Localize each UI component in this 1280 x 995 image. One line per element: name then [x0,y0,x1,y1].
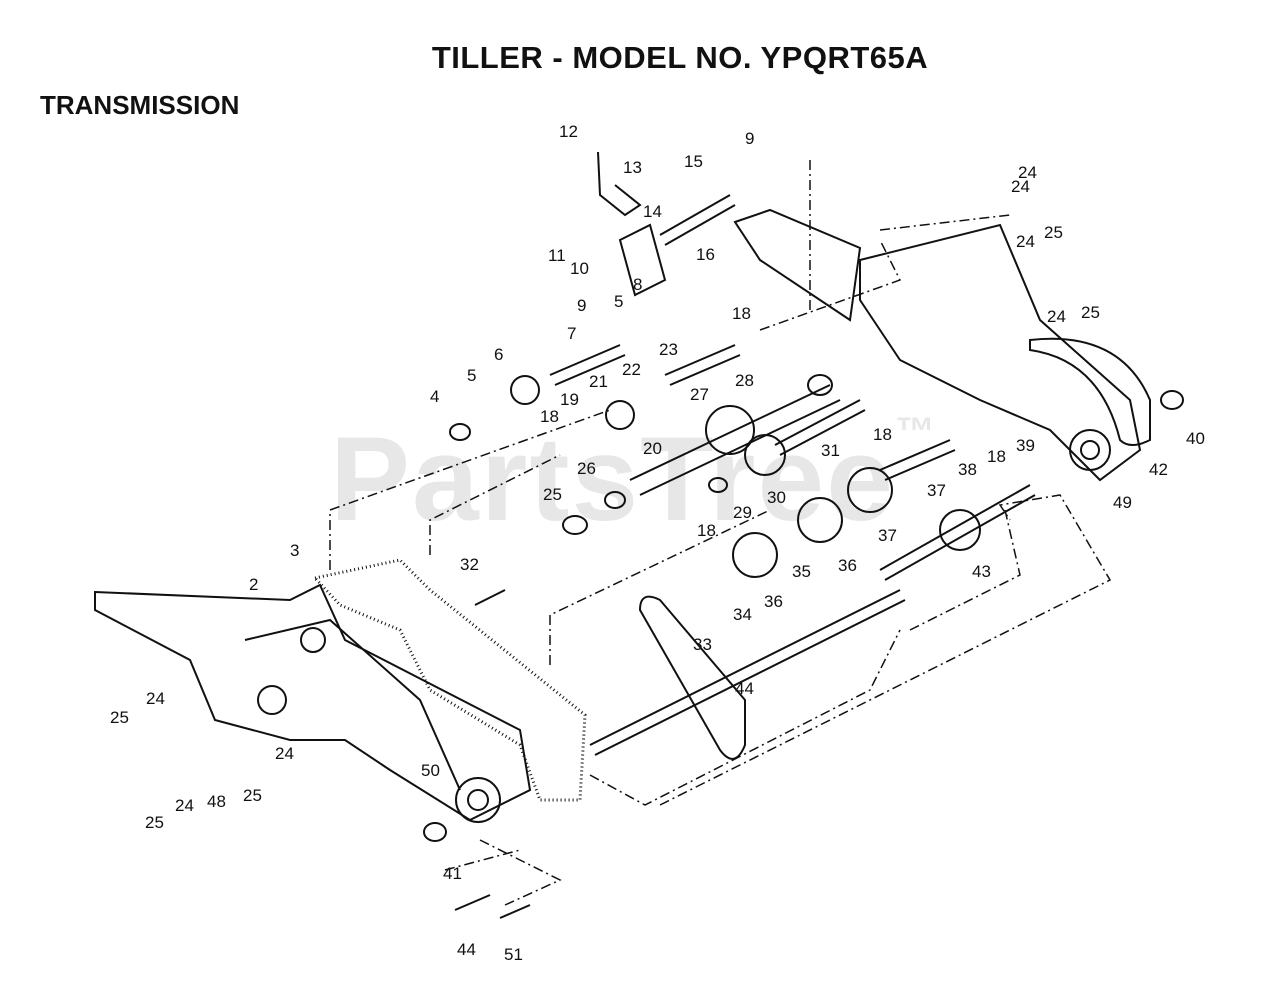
callout-label: 50 [421,761,440,780]
callout-label: 38 [958,460,977,479]
callout-label: 18 [540,407,559,426]
callout-label: 24 [175,796,194,815]
callout-label: 27 [690,385,709,404]
shaft-41 [879,439,956,481]
lower-shaft [879,484,1036,581]
callout-label: 25 [1044,223,1063,242]
callout-label: 13 [623,158,642,177]
gear-6 [510,375,540,405]
left-cover [312,558,587,802]
callout-label: 21 [589,372,608,391]
callout-label: 51 [504,945,523,964]
callout-label: 29 [733,503,752,522]
callout-label: 48 [207,792,226,811]
callout-label: 37 [878,526,897,545]
callout-label: 24 [1047,307,1066,326]
callout-label: 5 [467,366,476,385]
callout-label: 25 [543,485,562,504]
sprocket-49 [939,509,981,551]
callout-label: 42 [1149,460,1168,479]
shift-bracket [618,223,667,297]
callout-label: 24 [146,689,165,708]
callout-label: 5 [614,292,623,311]
right-hub [1069,429,1111,471]
left-frame-plate [94,583,532,822]
callout-label: 16 [696,245,715,264]
callout-label: 25 [243,786,262,805]
shaft-7 [549,344,626,386]
main-shaft [629,384,841,496]
callout-label: 30 [767,488,786,507]
callout-label: 28 [735,371,754,390]
callout-labels: 2 3 4 5 6 5 7 8 9 9 10 11 12 13 14 15 16… [110,122,1205,964]
sprocket-29 [705,405,755,455]
callout-label: 4 [430,387,439,406]
callout-label: 10 [570,259,589,278]
callout-label: 39 [1016,436,1035,455]
callout-label: 25 [145,813,164,832]
bolt-51 [454,894,491,911]
callout-label: 18 [987,447,1006,466]
right-guard [1029,337,1151,446]
callout-label: 3 [290,541,299,560]
callout-label: 6 [494,345,503,364]
section-heading: TRANSMISSION [40,90,240,120]
right-frame-plate [859,223,1142,482]
sprocket-33 [744,434,786,476]
shaft-23 [664,344,741,386]
callout-label: 20 [643,439,662,458]
shaft-16 [659,194,736,246]
callout-label: 22 [622,360,641,379]
callout-label: 40 [1186,429,1205,448]
callout-label: 31 [821,441,840,460]
callout-label: 18 [873,425,892,444]
shaft-34 [774,399,866,456]
callout-label: 24 [1011,177,1030,196]
callout-label: 33 [693,635,712,654]
callout-label: 36 [838,556,857,575]
callout-label: 8 [633,275,642,294]
callout-label: 24 [1018,163,1037,182]
callout-label: 18 [697,521,716,540]
callout-label: 26 [577,459,596,478]
drive-chain [638,595,746,760]
callout-label: 44 [735,679,754,698]
callout-label: 14 [643,202,662,221]
callout-label: 25 [110,708,129,727]
callout-label: 11 [548,246,566,265]
callout-label: 44 [457,940,476,959]
callout-label: 18 [732,304,751,323]
callout-label: 15 [684,152,703,171]
callout-label: 25 [1081,303,1100,322]
callout-label: 35 [792,562,811,581]
callout-label: 37 [927,481,946,500]
callout-label: 34 [733,605,752,624]
callout-label: 7 [567,324,576,343]
diagram-title: TILLER - MODEL NO. YPQRT65A [431,40,929,75]
callout-label: 12 [559,122,578,141]
gear-21 [605,400,635,430]
left-hub [455,777,501,823]
callout-label: 49 [1113,493,1132,512]
callout-label: 23 [659,340,678,359]
sprocket-39 [797,497,843,543]
callout-label: 24 [1016,232,1035,251]
sprocket-40 [847,467,893,513]
callout-label: 41 [443,864,462,883]
right-frame-top [733,208,862,322]
callout-label: 19 [560,390,579,409]
callout-label: 32 [460,555,479,574]
bolt-54 [499,904,531,919]
callout-label: 9 [577,296,586,315]
callout-label: 24 [275,744,294,763]
callout-label: 36 [764,592,783,611]
sprocket-38 [732,532,778,578]
bolt-35 [474,589,506,606]
callout-label: 2 [249,575,258,594]
callout-label: 43 [972,562,991,581]
callout-label: 9 [745,129,754,148]
shift-lever [597,151,642,217]
